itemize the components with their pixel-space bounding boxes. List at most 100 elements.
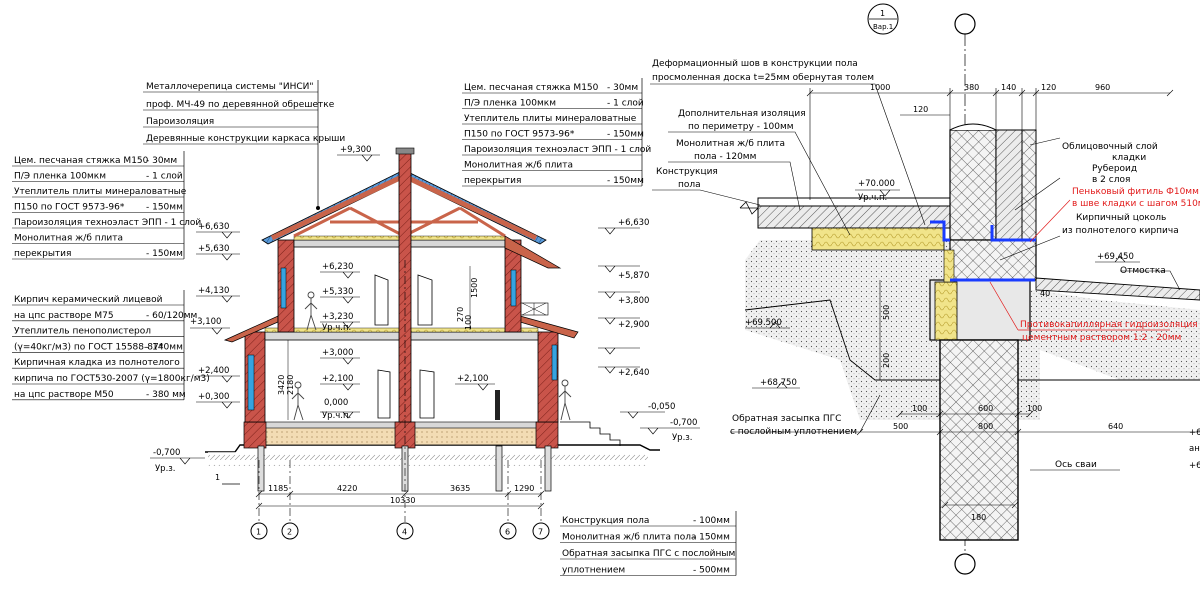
- axis-label-2: 2: [287, 528, 292, 537]
- level-left-0300: +0,300: [198, 392, 229, 402]
- vdim-200: 200: [882, 353, 891, 368]
- chimney: [398, 149, 412, 423]
- label-expansion-2: просмоленная доска t=25мм обернутая толе…: [652, 73, 874, 83]
- level-cut-2: ан: [1189, 444, 1200, 454]
- callout-value: - 380 мм: [146, 390, 186, 400]
- top-dim-120: 120: [1041, 83, 1056, 92]
- callout-value: - 100мм: [693, 516, 730, 526]
- callout-text: Кирпичная кладка из полнотелого: [14, 358, 180, 368]
- span-dimension-lines: [255, 490, 545, 510]
- level-69450: +69.450: [1097, 252, 1134, 262]
- callout-text: Монолитная ж/б плита: [14, 234, 123, 244]
- chimney-cap: [395, 147, 415, 155]
- insulation-layer-detail: [995, 129, 1023, 241]
- level-right-2640: +2,640: [618, 368, 649, 378]
- label-backfill-2: с послойным уплотнением: [730, 427, 857, 437]
- vdim-500: 500: [882, 305, 891, 320]
- detail-leaders: [650, 83, 1181, 471]
- floor-break-mark: [739, 201, 759, 215]
- level-left-0700: -0,700: [153, 448, 180, 458]
- callout-value: - 150мм: [607, 130, 644, 140]
- wall-break-mark: [949, 123, 997, 131]
- callout-value: - 1 слой: [607, 99, 644, 109]
- balcony-rail-pattern: [521, 302, 547, 316]
- callout-text: Пароизоляция техноэласт ЭПП - 1 слой: [14, 218, 201, 228]
- pile-left-1: [257, 445, 265, 492]
- left-section: 1185 4220 3635 1290 10330 1 2 4 6 7 1 34…: [12, 78, 737, 576]
- axis-bubbles: [250, 522, 550, 540]
- callout-value: - 60/120мм: [146, 311, 197, 321]
- facing-layer-detail: [1021, 129, 1037, 241]
- axis-label-1: 1: [256, 528, 261, 537]
- callout-text: Кирпич керамический лицевой: [14, 295, 163, 305]
- callout-value: - 150мм: [146, 203, 183, 213]
- entrance-steps: [560, 421, 621, 446]
- level-inner-2100-b: +2,100: [457, 374, 488, 384]
- bdim-600: 600: [978, 404, 993, 413]
- grillage-axis-7: [535, 421, 559, 449]
- label-hemp-1: Пеньковый фитиль Ф10мм: [1072, 187, 1199, 197]
- level-69500: +69.500: [745, 318, 782, 328]
- person-figures: [291, 291, 572, 421]
- callout-text: на цпс растворе М50: [14, 390, 114, 400]
- label-extra-insul-2: по периметру - 100мм: [688, 122, 794, 132]
- edge-insulation: [943, 249, 955, 283]
- label-backfill-1: Обратная засыпка ПГС: [732, 414, 841, 424]
- level-right-0700: -0,700: [670, 418, 697, 428]
- callout-text: на цпс растворе М75: [14, 311, 114, 321]
- axis-lines: [258, 260, 542, 522]
- marker-1: 1: [215, 473, 220, 482]
- callout-value: - 1 слой: [146, 172, 183, 182]
- window-right-2f: [510, 269, 517, 307]
- span-2: 4220: [337, 484, 357, 493]
- callout-text: Утеплитель пенополистерол: [14, 327, 151, 337]
- callout-text: Утеплитель плиты минераловатные: [14, 187, 187, 197]
- callout-text: П/Э пленка 100мкм: [464, 99, 556, 109]
- level-inner-0000: 0,000: [324, 398, 348, 408]
- column-1f: [495, 390, 500, 420]
- section-mark-num: 1: [880, 9, 885, 18]
- ground-line-left: [205, 444, 660, 453]
- label-capillary-1: Противокапиллярная гидроизоляция: [1020, 320, 1198, 330]
- ground-label-right: Ур.з.: [672, 433, 693, 443]
- label-slab-2: пола - 120мм: [694, 152, 756, 162]
- top-dim-140: 140: [1001, 83, 1016, 92]
- total-span: 10330: [390, 496, 415, 505]
- callout-value: - 30мм: [146, 156, 177, 166]
- right-detail: 1 Вар.1: [650, 3, 1200, 575]
- pile-detail: [939, 339, 1019, 541]
- label-expansion-1: Деформационный шов в конструкции пола: [652, 59, 858, 69]
- level-70000: +70.000: [858, 179, 895, 189]
- callout-text: П150 по ГОСТ 9573-96*: [14, 203, 125, 213]
- roof-callout-line-4: Деревянные конструкции каркаса крыши: [146, 134, 345, 144]
- axis-label-4: 4: [402, 528, 407, 537]
- level-right-0050: -0,050: [648, 402, 675, 412]
- label-hemp-2: в шве кладки с шагом 510мм: [1072, 199, 1200, 209]
- level-inner-2100: +2,100: [322, 374, 353, 384]
- level-68750: +68.750: [760, 378, 797, 388]
- bdim-800: 800: [978, 422, 993, 431]
- axis-label-6: 6: [505, 528, 510, 537]
- dim-100: 100: [464, 315, 473, 330]
- level-inner-3000: +3,000: [322, 348, 353, 358]
- level-inner-9300: +9,300: [340, 145, 371, 155]
- callout-text: Цем. песчаная стяжка М150: [14, 156, 149, 166]
- detail-axis-bubble-bottom: [954, 553, 976, 575]
- level-cut-1: +6: [1189, 428, 1200, 438]
- callout-text: Утеплитель плиты минераловатные: [464, 114, 637, 124]
- levels-inner-group: [320, 154, 495, 419]
- top-dim-chain: [806, 88, 1174, 200]
- axis-label-7: 7: [538, 528, 543, 537]
- callout-value: - 150мм: [607, 176, 644, 186]
- level-right-3800: +3,800: [618, 296, 649, 306]
- window-left-2f: [280, 267, 287, 309]
- brick-plinth: [949, 239, 1037, 281]
- dim-270: 270: [456, 307, 465, 322]
- callout-text: Конструкция пола: [562, 516, 649, 526]
- callout-text: Обратная засыпка ПГС с послойным: [562, 549, 735, 559]
- callout-text: Монолитная ж/б плита: [464, 161, 573, 171]
